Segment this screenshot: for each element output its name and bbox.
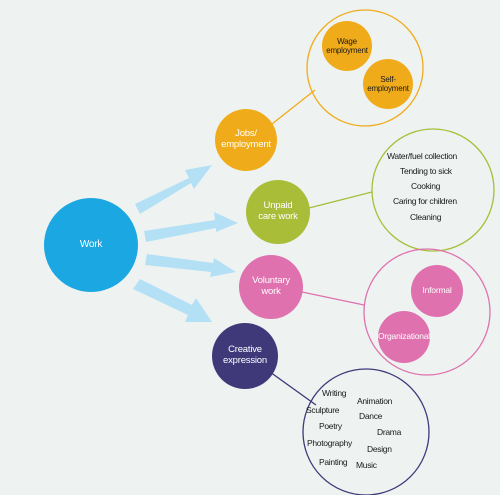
self-employment-label: Self-employment bbox=[367, 74, 409, 93]
creative-item: Design bbox=[367, 444, 392, 454]
creative-item: Dance bbox=[359, 411, 383, 421]
unpaid-item: Cleaning bbox=[410, 212, 442, 222]
informal-label: Informal bbox=[422, 285, 452, 296]
creative-item: Photography bbox=[307, 438, 352, 448]
unpaid-node bbox=[246, 180, 310, 244]
organizational-label: Organizational bbox=[377, 331, 430, 342]
work-node bbox=[44, 198, 138, 292]
creative-item: Drama bbox=[377, 427, 402, 437]
connector-unpaid bbox=[308, 191, 373, 209]
creative-item: Animation bbox=[357, 396, 393, 406]
arrow-to-jobs bbox=[135, 165, 212, 214]
unpaid-item: Caring for children bbox=[393, 196, 457, 206]
wage-employment-node bbox=[322, 21, 372, 71]
informal-node bbox=[411, 265, 463, 317]
arrow-to-unpaid bbox=[144, 212, 238, 242]
connector-jobs bbox=[271, 89, 316, 125]
arrow-to-voluntary bbox=[145, 254, 236, 277]
jobs-node bbox=[215, 109, 277, 171]
creative-item: Poetry bbox=[319, 421, 342, 431]
jobs-label: Jobs/employment bbox=[221, 128, 271, 150]
voluntary-detail-circle bbox=[363, 248, 491, 376]
creative-item: Painting bbox=[319, 457, 348, 467]
work-label: Work bbox=[79, 239, 103, 251]
connector-voluntary bbox=[301, 291, 365, 306]
connector-creative bbox=[269, 371, 317, 406]
organizational-node bbox=[378, 311, 430, 363]
creative-item: Sculpture bbox=[306, 405, 340, 415]
unpaid-item: Tending to sick bbox=[400, 166, 452, 176]
unpaid-detail-circle bbox=[371, 128, 495, 252]
voluntary-node bbox=[239, 255, 303, 319]
unpaid-item: Cooking bbox=[411, 181, 441, 191]
arrow-to-creative bbox=[133, 279, 212, 322]
creative-item: Writing bbox=[322, 388, 347, 398]
creative-detail-circle bbox=[302, 368, 430, 495]
unpaid-item: Water/fuel collection bbox=[387, 151, 457, 161]
creative-node bbox=[212, 323, 278, 389]
self-employment-node bbox=[363, 59, 413, 109]
jobs-detail-circle bbox=[306, 9, 424, 127]
creative-item: Music bbox=[356, 460, 377, 470]
